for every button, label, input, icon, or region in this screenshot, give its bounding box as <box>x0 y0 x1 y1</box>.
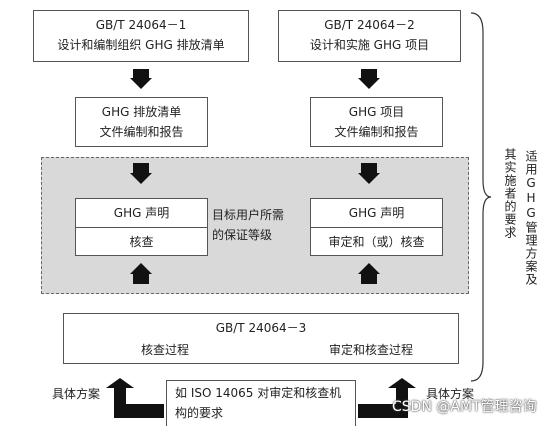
right-statement-title: GHG 声明 <box>311 199 442 228</box>
side-label-col2: 其实施者的要求 <box>503 148 517 239</box>
top-right-subtitle: 设计和实施 GHG 项目 <box>309 38 430 52</box>
side-label-col1-text: 适用GHG管理方案及 <box>524 150 538 286</box>
assurance-line2: 的保证等级 <box>212 228 273 242</box>
bent-arrow-left-icon <box>106 378 164 418</box>
right-statement-action: 审定和（或）核查 <box>328 235 425 249</box>
left-statement-box: GHG 声明 核查 <box>75 198 208 256</box>
bent-arrow-right-icon <box>358 378 416 418</box>
arrow-stem-grey-right <box>361 274 377 284</box>
bottom-code: GB/T 24064－3 <box>215 321 307 335</box>
left-statement-action: 核查 <box>129 235 154 249</box>
mid-left-report-box: GHG 排放清单 文件编制和报告 <box>75 97 208 147</box>
iso-line1: 如 ISO 14065 对审定和核查机 <box>175 386 342 400</box>
mid-left-line1: GHG 排放清单 <box>101 105 182 119</box>
arrow-stem-grey-left <box>133 274 149 284</box>
scheme-right-label: 具体方案 <box>426 387 475 401</box>
top-left-standard-box: GB/T 24064－1 设计和编制组织 GHG 排放清单 <box>33 10 249 62</box>
top-left-code: GB/T 24064－1 <box>95 18 187 32</box>
mid-right-report-box: GHG 项目 文件编制和报告 <box>310 97 443 147</box>
right-statement-box: GHG 声明 审定和（或）核查 <box>310 198 443 256</box>
side-label-col2-text: 其实施者的要求 <box>503 148 517 239</box>
top-right-standard-box: GB/T 24064－2 设计和实施 GHG 项目 <box>278 10 461 62</box>
mid-right-line1: GHG 项目 <box>348 105 405 119</box>
right-brace-icon <box>470 12 492 382</box>
verification-process-box: GB/T 24064－3 核查过程 审定和核查过程 <box>63 313 459 364</box>
arrow-stem-top-left <box>133 69 149 78</box>
scheme-left-label: 具体方案 <box>52 387 101 401</box>
top-right-code: GB/T 24064－2 <box>324 18 415 32</box>
arrow-down-icon <box>358 173 380 184</box>
iso-requirement-box: 如 ISO 14065 对审定和核查机 构的要求 <box>166 380 356 426</box>
arrow-stem-mid-left <box>133 163 149 173</box>
iso-line2: 构的要求 <box>175 406 224 420</box>
arrow-stem-mid-right <box>361 163 377 173</box>
arrow-down-icon <box>130 173 152 184</box>
watermark: CSDN @AMT管理咨询 <box>392 399 537 415</box>
bottom-left-process: 核查过程 <box>141 343 190 357</box>
arrow-down-icon <box>130 78 152 89</box>
arrow-stem-top-right <box>361 69 377 78</box>
mid-right-line2: 文件编制和报告 <box>334 125 419 139</box>
side-label-col1: 适用GHG管理方案及 <box>524 150 538 286</box>
bottom-right-process: 审定和核查过程 <box>329 343 414 357</box>
assurance-line1: 目标用户所需 <box>212 208 285 222</box>
assurance-level-text: 目标用户所需 的保证等级 <box>212 205 284 245</box>
arrow-up-icon <box>130 263 152 274</box>
mid-left-line2: 文件编制和报告 <box>99 125 184 139</box>
left-statement-title: GHG 声明 <box>76 199 207 228</box>
arrow-down-icon <box>358 78 380 89</box>
top-left-subtitle: 设计和编制组织 GHG 排放清单 <box>57 38 225 52</box>
arrow-up-icon <box>358 263 380 274</box>
